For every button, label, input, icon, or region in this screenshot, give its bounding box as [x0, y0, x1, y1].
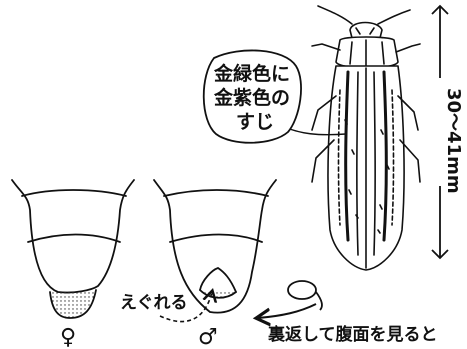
notch-arrow	[159, 292, 212, 323]
callout-line-3: すじ	[236, 111, 274, 133]
callout-line-1: 金緑色に	[213, 62, 290, 85]
color-stripe-callout: 金緑色に 金紫色の すじ	[202, 49, 302, 144]
callout-line-2: 金紫色の	[213, 86, 290, 109]
male-symbol: ♂	[198, 325, 218, 349]
notch-label: えぐれる	[120, 293, 188, 313]
length-dimension	[431, 4, 449, 260]
flip-arrow	[258, 303, 317, 318]
flip-loop	[287, 280, 323, 311]
length-label: 30〜41mm	[443, 88, 464, 194]
female-abdomen	[11, 179, 135, 319]
female-symbol: ♀	[60, 325, 76, 349]
flip-caption: 裏返して腹面を見ると	[267, 324, 438, 345]
beetle-illustration	[281, 5, 421, 271]
